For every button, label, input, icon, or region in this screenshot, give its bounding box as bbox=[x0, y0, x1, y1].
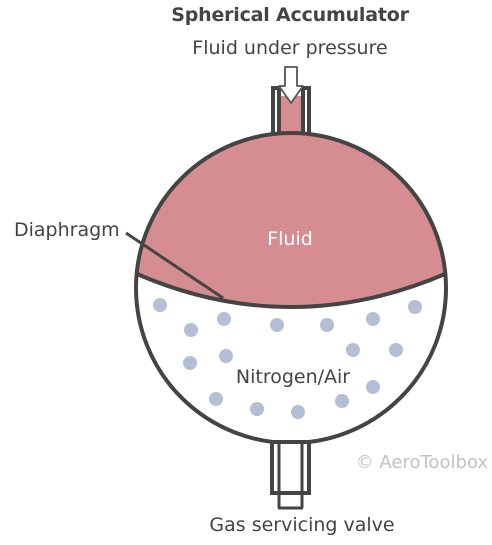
gas-bubbles bbox=[153, 298, 422, 419]
gas-label: Nitrogen/Air bbox=[236, 366, 350, 388]
gas-bubble bbox=[219, 349, 233, 363]
diaphragm-membrane bbox=[136, 272, 446, 309]
down-arrow-icon bbox=[278, 66, 304, 104]
gas-bubble bbox=[320, 318, 334, 332]
gas-bubble bbox=[389, 343, 403, 357]
diaphragm-leader-line bbox=[125, 231, 224, 300]
gas-bubble bbox=[183, 356, 197, 370]
gas-bubble bbox=[408, 300, 422, 314]
inlet-pipe-inner bbox=[278, 96, 304, 134]
diagram-title: Spherical Accumulator bbox=[171, 4, 409, 26]
gas-bubble bbox=[209, 392, 223, 406]
diaphragm-label: Diaphragm bbox=[14, 219, 120, 241]
watermark: © AeroToolbox bbox=[355, 452, 488, 473]
gas-bubble bbox=[217, 312, 231, 326]
gas-bubble bbox=[346, 343, 360, 357]
inlet-label: Fluid under pressure bbox=[192, 37, 388, 59]
gas-bubble bbox=[366, 312, 380, 326]
gas-bubble bbox=[270, 318, 284, 332]
gas-bubble bbox=[153, 298, 167, 312]
gas-bubble bbox=[335, 394, 349, 408]
fluid-label: Fluid bbox=[267, 228, 313, 250]
valve-label: Gas servicing valve bbox=[209, 514, 395, 536]
gas-bubble bbox=[291, 405, 305, 419]
gas-bubble bbox=[184, 323, 198, 337]
gas-bubble bbox=[366, 380, 380, 394]
gas-bubble bbox=[250, 402, 264, 416]
